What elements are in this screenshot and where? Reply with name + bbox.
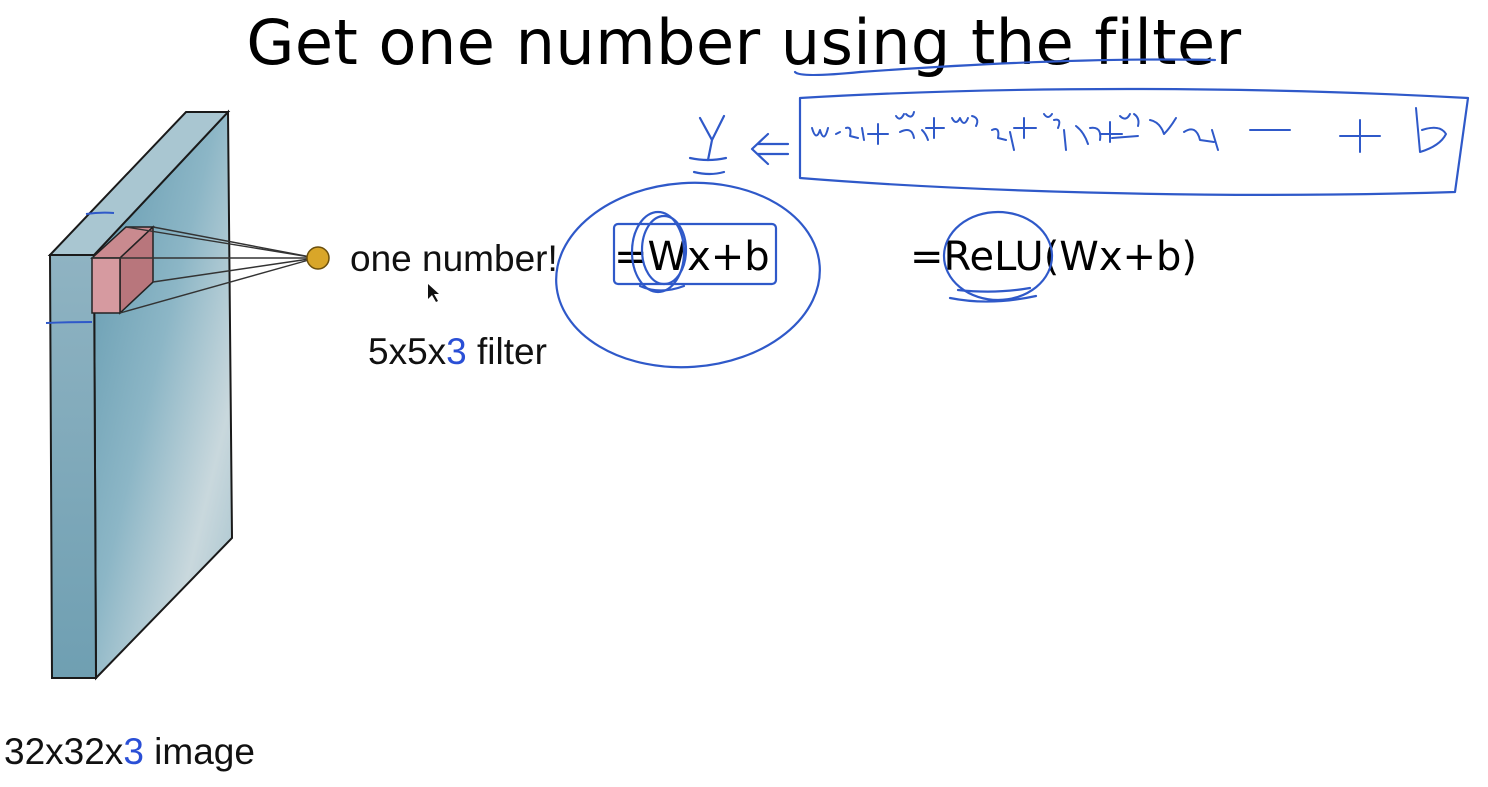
image-size-prefix: 32x32x	[4, 731, 124, 772]
one-number-label: one number!	[350, 238, 558, 279]
linear-eq-box	[612, 222, 778, 286]
title-strike-line	[858, 58, 1217, 74]
output-neuron	[306, 246, 330, 270]
image-size-suffix: image	[143, 731, 255, 772]
formula-box	[798, 87, 1470, 196]
linear-equation: =Wx+b	[614, 234, 770, 280]
filter-size-suffix: filter	[466, 331, 547, 372]
image-size-label: 32x32x3 image	[4, 731, 255, 773]
filter-size-label: 5x5x3 filter	[368, 331, 547, 373]
handwritten-formula	[811, 107, 1447, 153]
relu-equation: =ReLU(Wx+b)	[910, 234, 1198, 280]
relu-circle	[942, 210, 1054, 302]
y-glyph	[698, 114, 726, 162]
w-circle-2	[640, 214, 688, 286]
volume-ink-marks	[45, 211, 115, 324]
volume-side-face	[48, 254, 98, 679]
mouse-cursor-icon	[428, 284, 439, 302]
title-strike-line-2	[793, 70, 862, 77]
w-circle-1	[630, 210, 686, 294]
image-depth-value: 3	[123, 731, 144, 772]
slide-title: Get one number using the filter	[246, 6, 1242, 79]
filter-depth-value: 3	[446, 331, 467, 372]
projection-lines	[92, 226, 317, 314]
arrow-symbol	[750, 132, 790, 166]
linear-eq-circle	[555, 181, 821, 369]
filter-size-prefix: 5x5x	[368, 331, 447, 372]
